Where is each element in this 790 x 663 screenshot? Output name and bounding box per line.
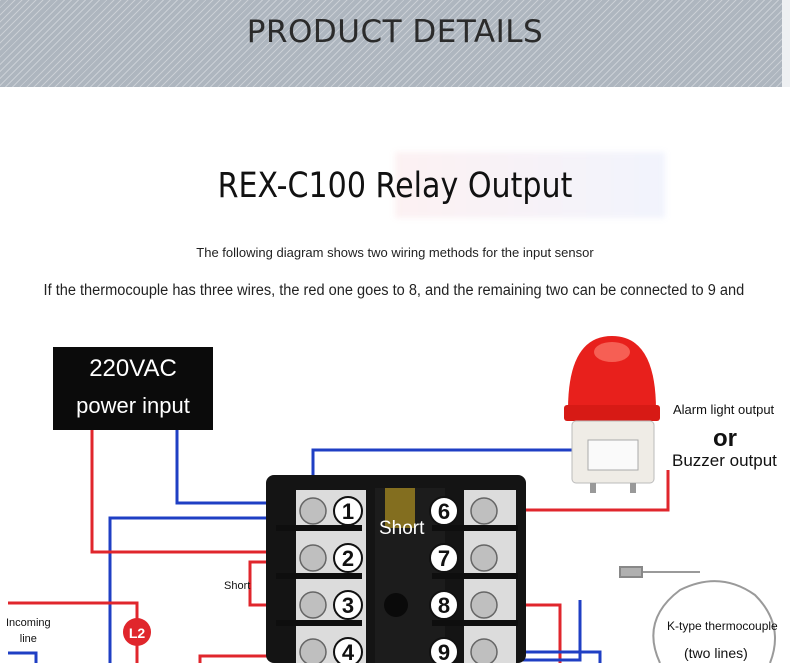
screw-6 <box>470 497 498 525</box>
screw-4 <box>299 638 327 663</box>
terminal-4: 4 <box>342 640 355 663</box>
wire-red-alarm <box>490 470 670 512</box>
screw-9 <box>470 638 498 663</box>
thermocouple-icon <box>619 566 776 663</box>
terminal-7: 7 <box>438 546 450 571</box>
screw-7 <box>470 544 498 572</box>
controller <box>266 475 526 663</box>
buzzer-output-label: Buzzer output <box>672 451 777 470</box>
wire-blue-left <box>108 516 310 663</box>
section-title: REX-C100 Relay Output <box>217 166 573 206</box>
wire-red-power <box>90 430 310 554</box>
screw-1 <box>299 497 327 525</box>
short-left-label: Short <box>224 580 251 592</box>
wire-blue-9 <box>490 650 602 663</box>
incoming-line-1: Incoming <box>6 617 51 629</box>
header-banner: PRODUCT DETAILS <box>0 0 790 87</box>
banner-title: PRODUCT DETAILS <box>246 14 544 50</box>
incoming-line-label: Incoming line <box>6 615 51 647</box>
incoming-line-2: line <box>19 633 37 645</box>
or-label: or <box>713 425 737 452</box>
terminal-2: 2 <box>342 546 354 571</box>
terminal-3: 3 <box>342 593 354 618</box>
l2-badge-label: L2 <box>129 625 146 641</box>
wire-red-incoming <box>8 601 139 620</box>
faint-watermark <box>395 152 665 218</box>
short-top-label: Short <box>379 518 425 539</box>
screw-2 <box>299 544 327 572</box>
power-voltage: 220VAC <box>89 355 177 382</box>
terminal-6: 6 <box>438 499 450 524</box>
l2-badge: L2 <box>123 618 151 646</box>
terminal-badges: 1 2 3 4 6 7 8 9 <box>333 496 459 663</box>
thermocouple-note: If the thermocouple has three wires, the… <box>43 282 745 299</box>
two-lines-label: (two lines) <box>684 645 748 661</box>
terminal-9: 9 <box>438 640 450 663</box>
screws <box>299 497 498 663</box>
section-subtitle: The following diagram shows two wiring m… <box>196 245 594 260</box>
ktype-thermocouple-label: K-type thermocouple <box>667 619 778 633</box>
alarm-lamp-icon <box>564 336 660 493</box>
power-label: power input <box>76 393 190 418</box>
screw-3 <box>299 591 327 619</box>
terminal-8: 8 <box>438 593 450 618</box>
terminal-1: 1 <box>342 499 354 524</box>
wire-blue-power <box>175 430 310 505</box>
power-input-box: 220VAC power input <box>53 347 213 430</box>
screw-8 <box>470 591 498 619</box>
alarm-light-label: Alarm light output <box>673 402 775 417</box>
wire-blue-incoming <box>8 651 38 663</box>
